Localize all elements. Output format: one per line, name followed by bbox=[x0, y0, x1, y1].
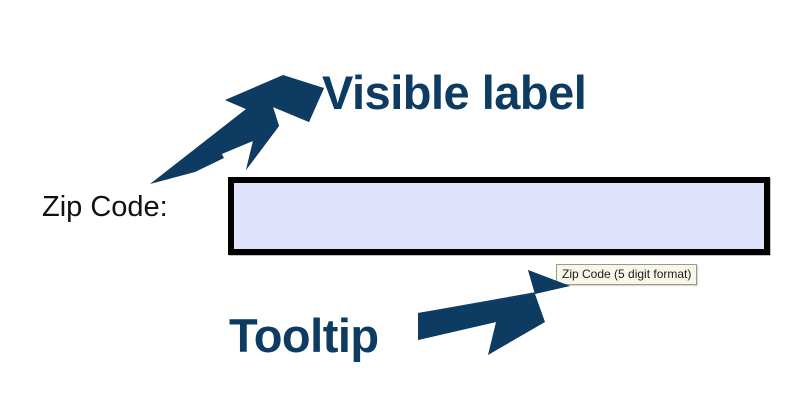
arrow-down-left-icon bbox=[150, 75, 324, 184]
tooltip-annotation-caption: Tooltip bbox=[229, 309, 379, 362]
arrow-up-right-icon bbox=[418, 270, 570, 355]
visible-label-annotation-caption: Visible label bbox=[322, 66, 587, 119]
zip-code-input[interactable] bbox=[228, 177, 770, 255]
zip-code-field-row: Zip Code: bbox=[0, 177, 800, 257]
zip-code-tooltip: Zip Code (5 digit format) bbox=[556, 264, 698, 285]
zip-code-label: Zip Code: bbox=[42, 191, 168, 223]
